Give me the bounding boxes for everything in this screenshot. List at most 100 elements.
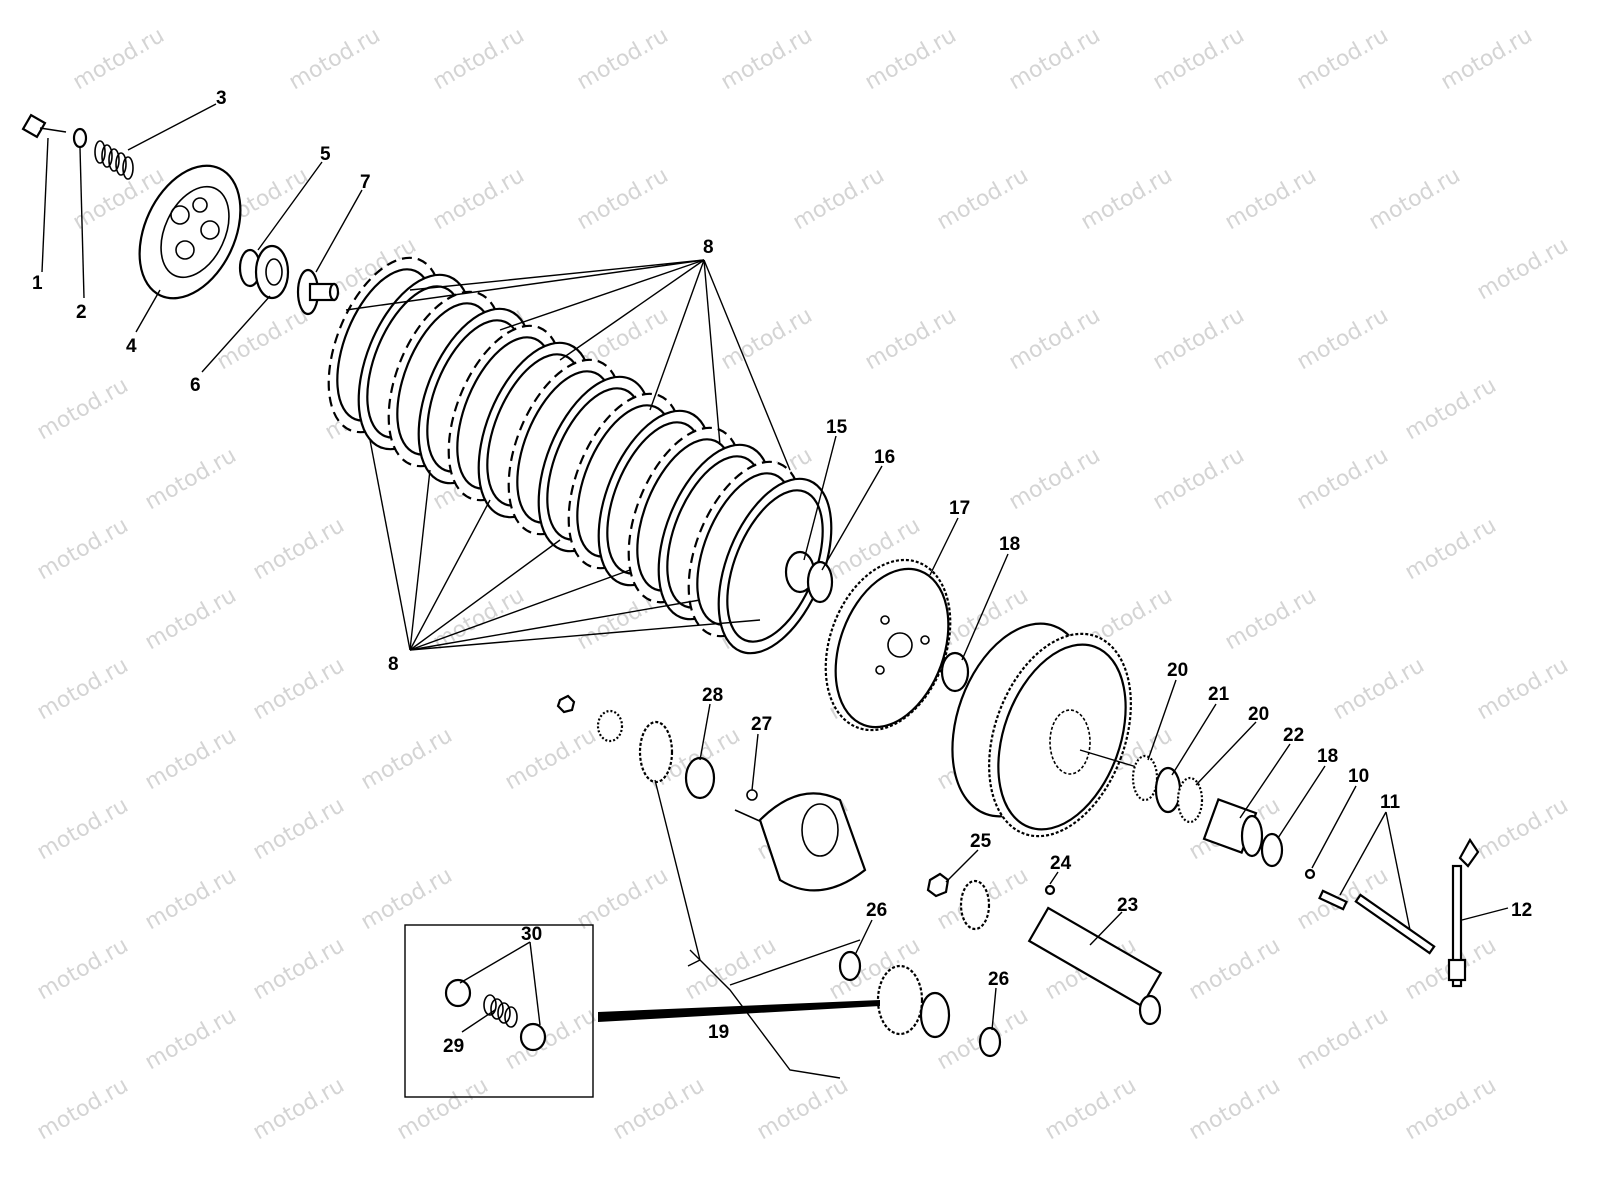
watermark-text: motod.ru [1185, 1073, 1285, 1145]
callout-23: 23 [1117, 895, 1138, 916]
callout-8-bottom: 8 [388, 654, 399, 675]
watermark-text: motod.ru [141, 1003, 241, 1075]
watermark-text: motod.ru [1437, 23, 1537, 95]
part-primary-gear [556, 694, 867, 892]
watermark-text: motod.ru [1149, 23, 1249, 95]
watermark-text: motod.ru [213, 303, 313, 375]
part-bearing [238, 244, 290, 300]
watermark-text: motod.ru [249, 653, 349, 725]
watermark-text: motod.ru [141, 443, 241, 515]
watermark-text: motod.ru [285, 23, 385, 95]
part-washer-18 [1260, 832, 1284, 868]
parts [21, 113, 1480, 1098]
watermark-text: motod.ru [1293, 1003, 1393, 1075]
watermark-text: motod.ru [33, 373, 133, 445]
watermark-text: motod.ru [141, 583, 241, 655]
watermark-text: motod.ru [249, 1073, 349, 1145]
watermark-text: motod.ru [69, 23, 169, 95]
callout-27: 27 [751, 714, 772, 735]
watermark-text: motod.ru [141, 863, 241, 935]
watermark-text: motod.ru [1041, 1073, 1141, 1145]
watermark-text: motod.ru [393, 1073, 493, 1145]
part-spring [94, 140, 134, 180]
callout-17: 17 [949, 498, 970, 519]
watermark-text: motod.ru [717, 23, 817, 95]
watermark-text: motod.ru [1293, 23, 1393, 95]
watermark-text: motod.ru [1473, 653, 1573, 725]
callout-4: 4 [126, 336, 137, 357]
watermark-text: motod.ru [609, 1073, 709, 1145]
clutch-plates [327, 256, 833, 655]
callout-1: 1 [32, 273, 43, 294]
callout-29: 29 [443, 1036, 464, 1057]
watermark-text: motod.ru [1473, 793, 1573, 865]
callout-21: 21 [1208, 684, 1230, 705]
watermark-text: motod.ru [1365, 163, 1465, 235]
part-needle-bearings [1131, 754, 1264, 858]
callout-22: 22 [1283, 725, 1304, 746]
part-clutch-hub [824, 558, 952, 732]
callout-20-a: 20 [1167, 660, 1188, 681]
watermark-text: motod.ru [717, 303, 817, 375]
watermark-text: motod.ru [1005, 303, 1105, 375]
watermark-text: motod.ru [861, 23, 961, 95]
callout-12: 12 [1511, 900, 1532, 921]
watermark-text: motod.ru [141, 723, 241, 795]
watermark-text: motod.ru [1293, 443, 1393, 515]
part-ball [1304, 868, 1316, 880]
watermark-text: motod.ru [1149, 303, 1249, 375]
detail-inset [404, 924, 880, 1098]
watermark-text: motod.ru [1329, 653, 1429, 725]
callout-2: 2 [76, 302, 87, 323]
watermark-text: motod.ru [1077, 163, 1177, 235]
watermark-text: motod.ru [33, 793, 133, 865]
callout-7: 7 [360, 172, 371, 193]
watermark-text: motod.ru [1221, 583, 1321, 655]
part-washer-26b [978, 1026, 1002, 1058]
watermark-text: motod.ru [429, 23, 529, 95]
callout-6: 6 [190, 375, 201, 396]
callout-18-top: 18 [999, 534, 1020, 555]
callout-30: 30 [521, 924, 542, 945]
leader-lines [41, 103, 1509, 1079]
callout-3: 3 [216, 88, 227, 109]
callout-25: 25 [970, 831, 992, 852]
part-pressure-plate [138, 164, 242, 300]
watermark-text: motod.ru [249, 793, 349, 865]
part-release-lever [1447, 837, 1480, 988]
watermark-text: motod.ru [573, 163, 673, 235]
watermark-text: motod.ru [1401, 513, 1501, 585]
callout-20-b: 20 [1248, 704, 1269, 725]
watermark-text: motod.ru [1401, 373, 1501, 445]
watermark-text: motod.ru [357, 723, 457, 795]
callout-24: 24 [1050, 853, 1072, 874]
watermark-text: motod.ru [33, 513, 133, 585]
watermark-text: motod.ru [1221, 163, 1321, 235]
watermark-text: motod.ru [1293, 303, 1393, 375]
watermark-text: motod.ru [33, 933, 133, 1005]
callout-18-bottom: 18 [1317, 746, 1338, 767]
watermark-text: motod.ru [573, 23, 673, 95]
watermark-text: motod.ru [861, 303, 961, 375]
callout-28: 28 [702, 685, 723, 706]
watermark-text: motod.ru [1149, 443, 1249, 515]
watermark-text: motod.ru [249, 513, 349, 585]
callout-19: 19 [708, 1022, 729, 1043]
callout-11: 11 [1380, 792, 1401, 813]
part-kickstart-shaft [926, 872, 1163, 1026]
part-washer-26a [838, 950, 862, 982]
callouts: 1 2 3 4 5 6 7 8 8 15 16 17 18 20 21 20 2… [32, 88, 1532, 1057]
watermark-text: motod.ru [501, 723, 601, 795]
part-idler-gear [876, 964, 951, 1039]
watermark-text: motod.ru [33, 1073, 133, 1145]
callout-16: 16 [874, 447, 895, 468]
watermark-text: motod.ru [249, 933, 349, 1005]
watermark-text: motod.ru [1005, 23, 1105, 95]
watermark-text: motod.ru [1401, 1073, 1501, 1145]
part-pushrods [1318, 889, 1436, 955]
callout-8-top: 8 [703, 237, 714, 258]
callout-5: 5 [320, 144, 331, 165]
callout-15: 15 [826, 417, 848, 438]
